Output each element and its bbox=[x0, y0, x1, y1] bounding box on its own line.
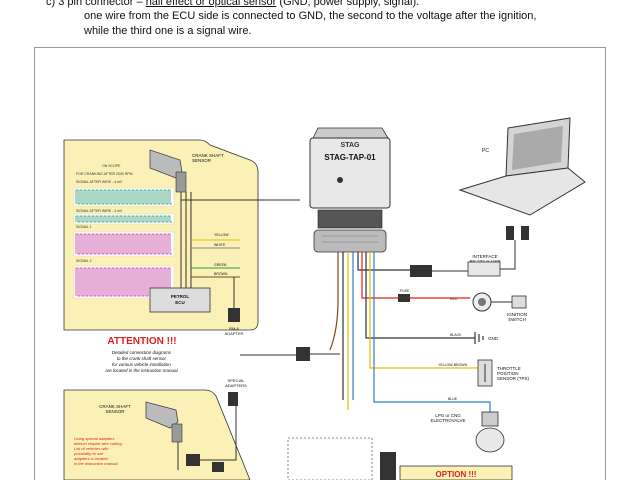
scope-trace bbox=[75, 233, 172, 255]
header-line-3: while the third one is a signal wire. bbox=[84, 25, 252, 37]
svg-text:FUSE: FUSE bbox=[400, 289, 410, 293]
diagram-frame bbox=[34, 47, 606, 480]
header-line-1-prefix: c) 3 pin connector – bbox=[46, 0, 143, 8]
header-line-1: c) 3 pin connector – hall effect or opti… bbox=[46, 0, 419, 8]
option-label: OPTION !!! bbox=[436, 470, 477, 479]
svg-text:FOR CRANKING AFTER 2000 RPM: FOR CRANKING AFTER 2000 RPM bbox=[76, 172, 133, 176]
wire-label-red: RED bbox=[450, 297, 458, 301]
attention-text: Detailed connection diagrams to the cran… bbox=[105, 350, 179, 373]
wire-label-blue: BLUE bbox=[448, 397, 458, 401]
scope-trace bbox=[75, 215, 172, 223]
header-line-1-underlined: hall effect or optical sensor bbox=[145, 0, 277, 8]
pc-laptop: PC bbox=[458, 117, 586, 216]
stag-tap-01-device: STAG STAG-TAP-01 bbox=[309, 127, 391, 253]
header-line-2: one wire from the ECU side is connected … bbox=[84, 10, 537, 22]
scope-trace bbox=[75, 189, 172, 205]
svg-text:SIGNAL AFTER WIRE - 4 mV: SIGNAL AFTER WIRE - 4 mV bbox=[76, 209, 123, 213]
svg-text:SIGNAL 1: SIGNAL 1 bbox=[76, 225, 92, 229]
wire-label-green: GREEN bbox=[214, 263, 227, 267]
fuse: FUSE bbox=[398, 289, 410, 302]
attention-title: ATTENTION !!! bbox=[107, 336, 176, 347]
svg-text:ON SCOPE: ON SCOPE bbox=[102, 164, 121, 168]
header-line-1-suffix: (GND, power supply, signal). bbox=[276, 0, 420, 8]
device-name: STAG-TAP-01 bbox=[324, 153, 376, 162]
wire-label-yellow-brown: YELLOW-BROWN bbox=[438, 363, 468, 367]
svg-text:SIGNAL AFTER WIRE - 4 mV: SIGNAL AFTER WIRE - 4 mV bbox=[76, 180, 123, 184]
oscilloscope-traces: ON SCOPE FOR CRANKING AFTER 2000 RPM SIG… bbox=[73, 164, 175, 299]
wire-label-yellow: YELLOW bbox=[214, 233, 229, 237]
bottom-left-panel bbox=[63, 389, 251, 480]
pc-label: PC bbox=[482, 148, 489, 154]
wire-label-brown: BROWN bbox=[214, 272, 228, 276]
svg-text:SIGNAL 2: SIGNAL 2 bbox=[76, 259, 92, 263]
svg-text:GND: GND bbox=[488, 336, 499, 341]
wire-harness bbox=[329, 252, 478, 410]
wire-label-black: BLACK bbox=[450, 333, 462, 337]
option-box: OPTION !!! bbox=[287, 437, 513, 480]
special-adapter-note: Using special adapters doesn't require w… bbox=[73, 436, 124, 466]
central-connector bbox=[240, 347, 340, 361]
wire-label-white: WHITE bbox=[214, 243, 226, 247]
device-brand: STAG bbox=[341, 142, 360, 149]
ground-symbol: GND bbox=[474, 332, 499, 344]
